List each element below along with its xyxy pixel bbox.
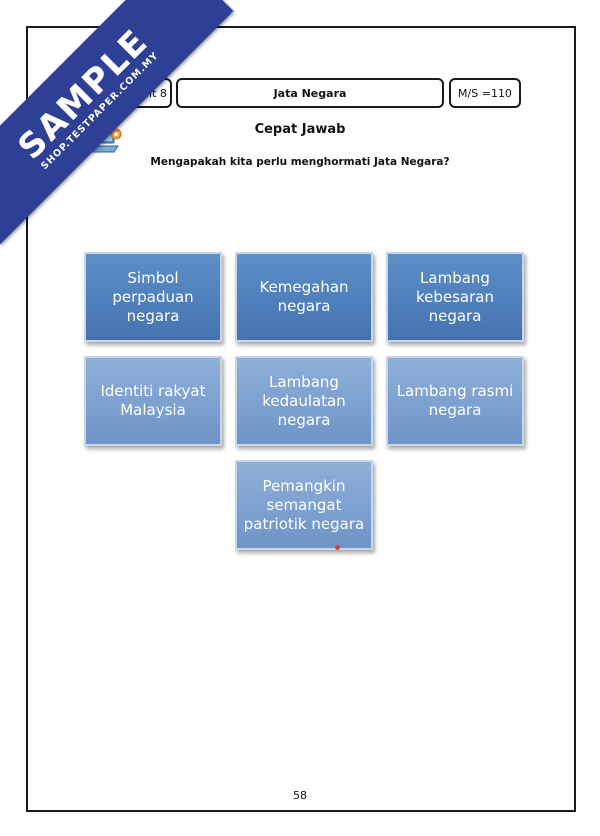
page-ref-box: M/S =110	[449, 78, 521, 108]
page-number: 58	[293, 789, 307, 802]
answer-text: Identiti rakyat Malaysia	[100, 382, 206, 419]
answer-text: Pemangkin semangat patriotik negara	[243, 476, 365, 533]
section-title: Cepat Jawab	[254, 122, 346, 137]
page-ref: M/S =110	[458, 86, 512, 100]
answer-card: Identiti rakyat Malaysia	[84, 356, 222, 446]
answer-card: Pemangkin semangat patriotik negara	[235, 460, 373, 550]
answer-text: Lambang kebesaran negara	[415, 268, 494, 325]
answer-card: Simbol perpaduan negara	[84, 252, 222, 342]
answer-text: Lambang rasmi negara	[396, 382, 514, 419]
answer-text: Simbol perpaduan negara	[112, 268, 194, 325]
red-dot-mark	[335, 545, 340, 550]
answer-text: Lambang kedaulatan negara	[262, 372, 346, 429]
topic-title-box: Jata Negara	[176, 78, 444, 108]
answer-card: Lambang rasmi negara	[386, 356, 524, 446]
topic-title: Jata Negara	[273, 86, 347, 100]
answer-card: Lambang kebesaran negara	[386, 252, 524, 342]
answer-card: Lambang kedaulatan negara	[235, 356, 373, 446]
answer-card: Kemegahan negara	[235, 252, 373, 342]
question-text: Mengapakah kita perlu menghormati Jata N…	[150, 156, 450, 168]
answer-text: Kemegahan negara	[259, 278, 349, 315]
